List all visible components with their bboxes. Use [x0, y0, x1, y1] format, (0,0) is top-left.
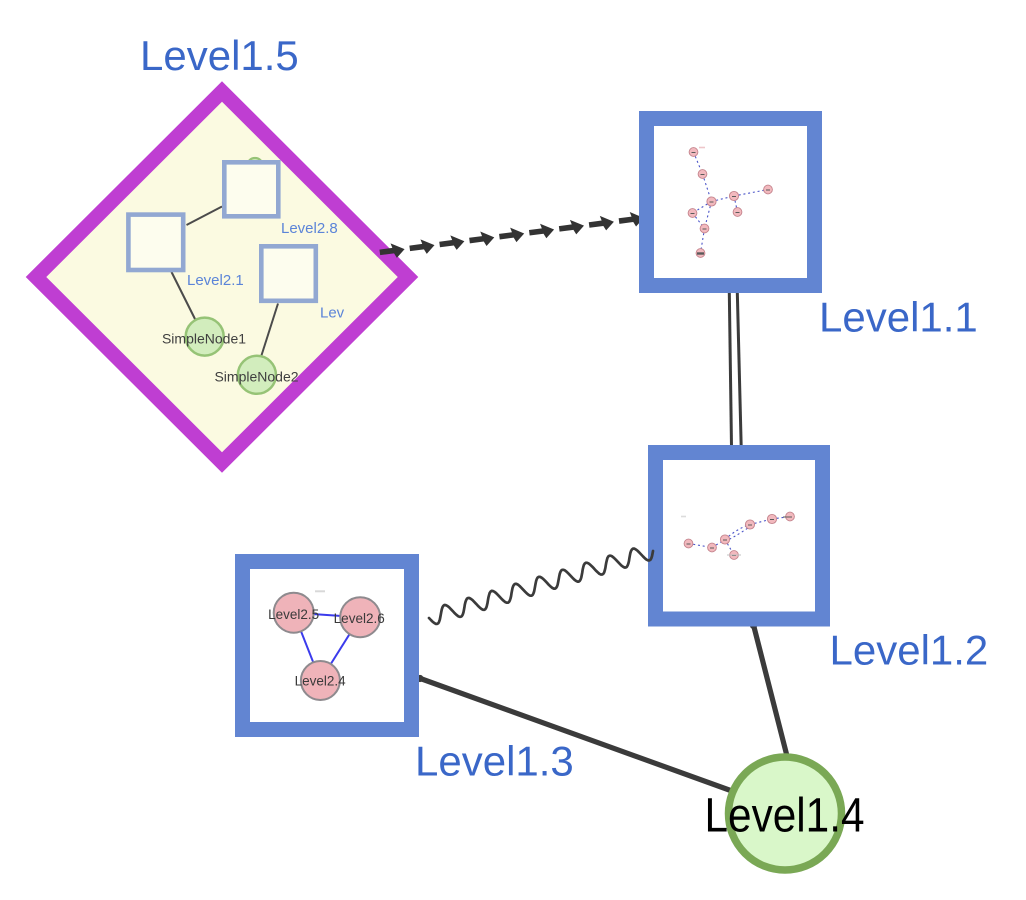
svg-text:Level1.2: Level1.2: [830, 627, 989, 674]
svg-text:Level2.6: Level2.6: [334, 611, 385, 626]
svg-text:Level1.5: Level1.5: [140, 32, 299, 79]
svg-text:SimpleNode2: SimpleNode2: [214, 368, 298, 384]
svg-text:Level1.4: Level1.4: [705, 789, 865, 843]
svg-text:Level2.5: Level2.5: [268, 607, 319, 622]
svg-text:Level2.1: Level2.1: [187, 272, 244, 289]
svg-text:SimpleNode1: SimpleNode1: [162, 331, 246, 347]
svg-text:Lev: Lev: [320, 305, 345, 322]
svg-text:Level2.8: Level2.8: [281, 220, 338, 237]
svg-text:Level2.4: Level2.4: [295, 673, 347, 688]
svg-text:Level1.1: Level1.1: [819, 294, 978, 341]
svg-text:Level1.3: Level1.3: [415, 738, 574, 785]
